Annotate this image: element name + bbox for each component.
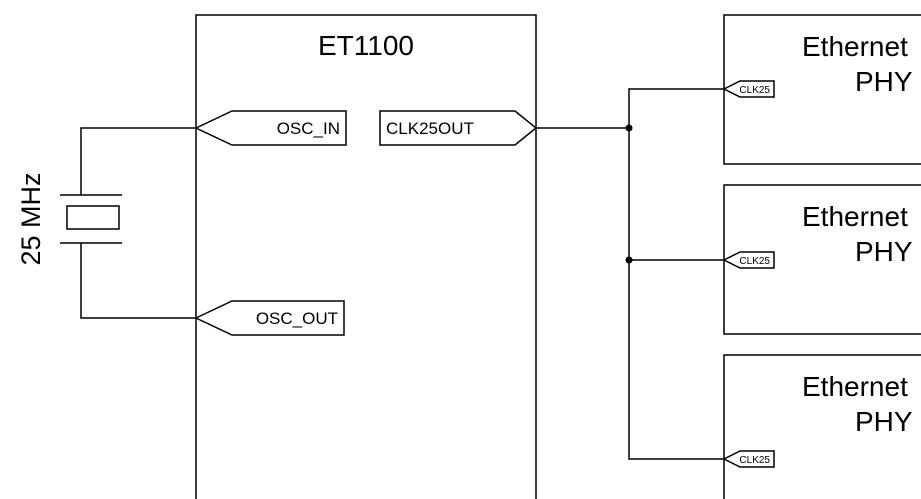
wire-osc-out [80, 243, 196, 319]
ethernet-phy-2: Ethernet PHY CLK25 [722, 184, 921, 335]
osc-in-pin-label: OSC_IN [277, 119, 340, 138]
wire-clock-bus [628, 88, 724, 460]
ethernet-phy-3: Ethernet PHY CLK25 [722, 354, 921, 499]
phy-1-label-line2: PHY [855, 66, 913, 97]
phy-1-clk25-label: CLK25 [739, 85, 770, 96]
phy-3-body [723, 354, 921, 499]
phy-3-label-line1: Ethernet [802, 371, 908, 402]
wire-osc-in [80, 127, 196, 195]
crystal-frequency-label: 25 MHz [16, 172, 46, 265]
osc-in-pin-shape [194, 110, 347, 146]
junction-dot-2 [625, 256, 633, 264]
clk25out-pin: CLK25OUT [379, 110, 538, 146]
phy-1-label-line1: Ethernet [802, 31, 908, 62]
et1100-title: ET1100 [318, 30, 414, 61]
phy-2-label-line2: PHY [855, 236, 913, 267]
junction-dot-1 [625, 124, 633, 132]
et1100-chip-body [195, 14, 537, 499]
ethernet-phy-1: Ethernet PHY CLK25 [722, 14, 921, 165]
osc-out-pin-label: OSC_OUT [256, 309, 338, 328]
osc-out-pin-shape [194, 300, 345, 336]
phy-3-label-line2: PHY [855, 406, 913, 437]
osc-in-pin: OSC_IN [194, 110, 347, 146]
crystal-oscillator: 25 MHz [16, 127, 196, 319]
osc-out-pin: OSC_OUT [194, 300, 345, 336]
clock-net [536, 88, 724, 460]
phy-2-clk25-label: CLK25 [739, 256, 770, 267]
clk25out-pin-shape [379, 110, 538, 146]
phy-2-clk25-pin [722, 251, 775, 269]
et1100-chip: ET1100 OSC_IN OSC_OUT CLK25OUT [194, 14, 538, 499]
phy-2-label-line1: Ethernet [802, 201, 908, 232]
phy-1-clk25-pin [722, 80, 775, 98]
phy-3-clk25-label: CLK25 [739, 455, 770, 466]
phy-3-clk25-pin [722, 450, 775, 468]
crystal-body [66, 205, 120, 230]
clk25out-pin-label: CLK25OUT [386, 119, 474, 138]
